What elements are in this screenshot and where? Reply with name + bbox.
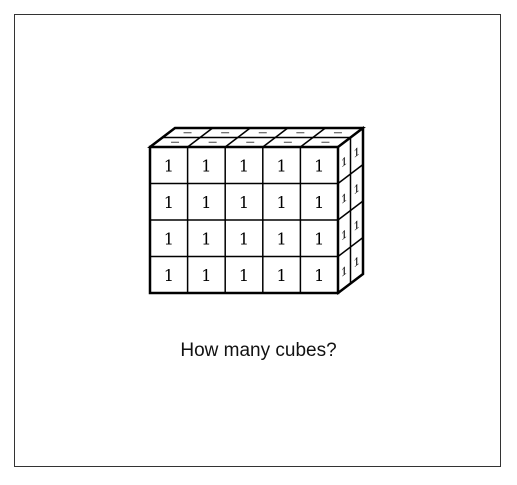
front-cube-label: 1	[201, 266, 211, 285]
front-cube-label: 1	[277, 193, 287, 212]
front-cube-label: 1	[164, 266, 174, 285]
front-face: 1 1 1 1 1 1 1 1 1 1 1 1 1 1 1 1 1 1 1 1	[150, 147, 338, 293]
front-cube-label: 1	[239, 156, 249, 175]
front-cube-label: 1	[239, 266, 249, 285]
front-cube-label: 1	[201, 156, 211, 175]
front-cube-label: 1	[164, 229, 174, 248]
front-cube-label: 1	[277, 266, 287, 285]
front-cube-label: 1	[201, 229, 211, 248]
question-text: How many cubes?	[0, 340, 517, 362]
front-cube-label: 1	[164, 193, 174, 212]
front-cube-label: 1	[277, 229, 287, 248]
front-cube-label: 1	[314, 193, 324, 212]
front-cube-label: 1	[277, 156, 287, 175]
front-cube-label: 1	[314, 266, 324, 285]
front-cube-label: 1	[239, 193, 249, 212]
front-cube-label: 1	[239, 229, 249, 248]
front-cube-label: 1	[201, 193, 211, 212]
front-cube-label: 1	[164, 156, 174, 175]
front-cube-label: 1	[314, 156, 324, 175]
front-cube-label: 1	[314, 229, 324, 248]
top-face	[150, 128, 363, 147]
